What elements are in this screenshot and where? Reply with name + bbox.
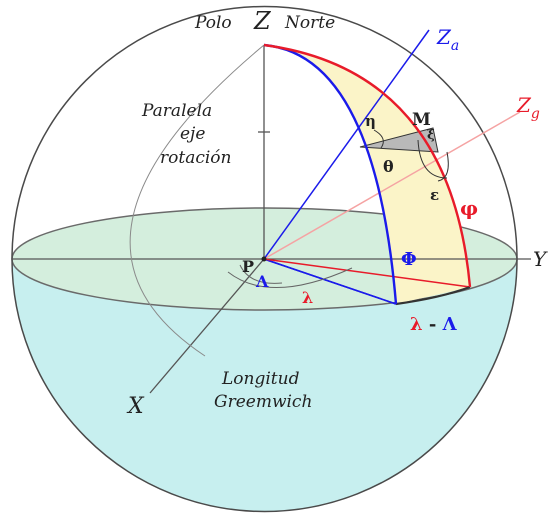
- meridian-blue: [263, 43, 398, 305]
- label-p: P: [242, 257, 254, 276]
- label-paralela: Paralela: [141, 101, 212, 121]
- label-zg: Zg: [516, 93, 540, 122]
- label-theta: θ: [383, 157, 394, 176]
- lower-hemisphere: [12, 259, 517, 512]
- label-eta: η: [365, 112, 376, 130]
- greenwich-meridian: [129, 44, 265, 357]
- za-axis: [263, 29, 430, 260]
- label-polo: Polo: [194, 13, 232, 33]
- angle-arc-epsilon: [437, 151, 449, 182]
- label-norte: Norte: [284, 13, 335, 33]
- angle-arc-eta: [373, 129, 384, 149]
- radius-lambda-red: [263, 258, 471, 288]
- point-p: [261, 256, 267, 262]
- meridian-wedge: [264, 45, 470, 304]
- label-za: Za: [436, 25, 459, 54]
- lambda-chord: [263, 258, 397, 305]
- angle-arc-lambda-red: [227, 267, 353, 288]
- angle-arc-theta: [417, 139, 448, 179]
- angle-arc-lambda-blue: [239, 264, 283, 284]
- label-xi: ξ: [427, 128, 435, 143]
- label-y: Y: [533, 247, 548, 271]
- label-lambda-blue: Λ: [255, 272, 269, 291]
- equator-arc-lambda-diff: [395, 285, 471, 306]
- label-lambda-red: λ: [302, 288, 313, 307]
- label-rotacion: rotación: [160, 148, 231, 168]
- label-phi-blue: Φ: [401, 249, 417, 270]
- label-greemwich: Greemwich: [214, 392, 312, 412]
- label-eje: eje: [180, 124, 205, 144]
- label-phi-red: φ: [460, 196, 478, 220]
- meridian-red: [263, 43, 472, 288]
- zg-axis: [263, 111, 521, 260]
- label-lambda-diff: λ - Λ: [410, 314, 458, 335]
- label-epsilon: ε: [430, 186, 439, 204]
- label-x: X: [126, 394, 145, 419]
- label-longitud: Longitud: [221, 369, 300, 389]
- label-z: Z: [253, 7, 272, 35]
- label-m: M: [412, 110, 431, 130]
